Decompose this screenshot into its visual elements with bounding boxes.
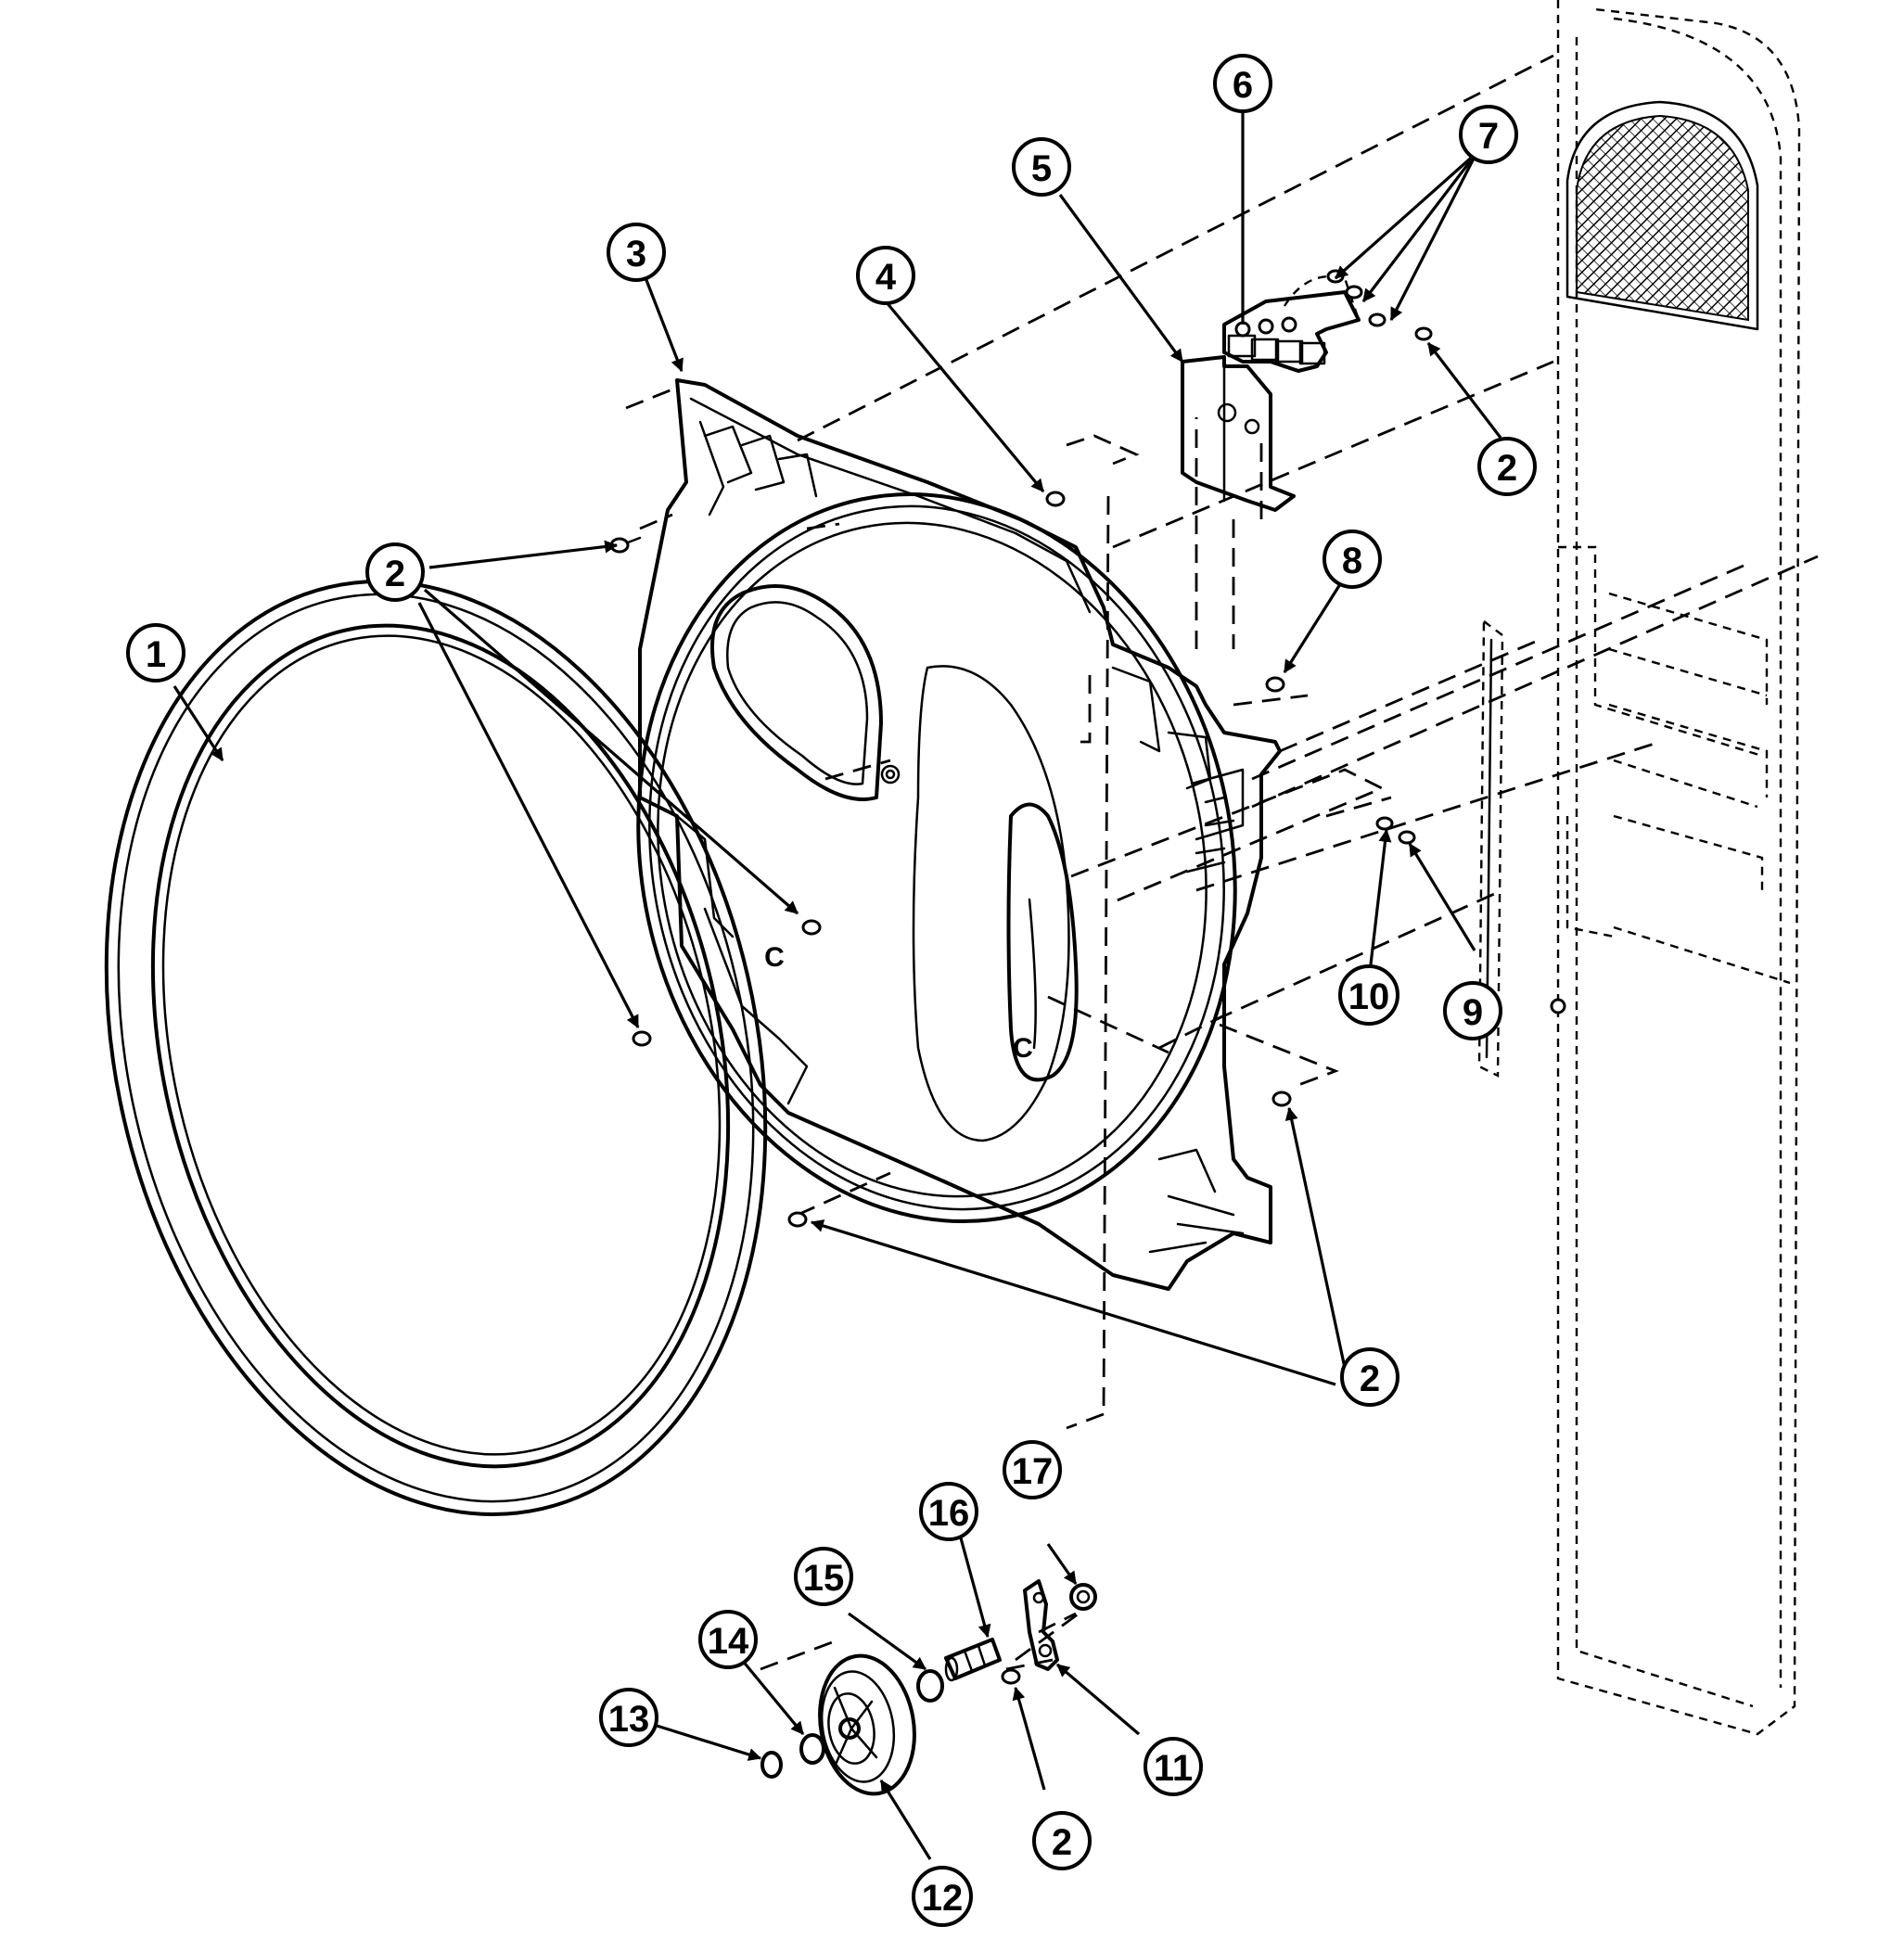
- callout-6: 6: [1213, 54, 1272, 113]
- svg-text:2: 2: [1497, 448, 1517, 489]
- callout-2-bottom: 2: [1032, 1811, 1092, 1870]
- callout-8: 8: [1323, 529, 1382, 589]
- svg-text:4: 4: [875, 257, 897, 298]
- callout-1: 1: [126, 623, 185, 683]
- svg-text:9: 9: [1463, 992, 1483, 1033]
- callout-14: 14: [698, 1610, 758, 1669]
- callout-2-left: 2: [365, 542, 425, 602]
- svg-text:6: 6: [1233, 65, 1253, 106]
- svg-text:2: 2: [1052, 1822, 1072, 1863]
- c-mark-left: C: [764, 942, 785, 973]
- svg-text:13: 13: [608, 1699, 650, 1740]
- callout-10: 10: [1338, 964, 1399, 1026]
- callout-3: 3: [607, 223, 666, 282]
- callout-16: 16: [919, 1482, 978, 1541]
- callout-12: 12: [912, 1866, 973, 1927]
- svg-text:7: 7: [1478, 116, 1499, 157]
- callout-2-right: 2: [1477, 437, 1537, 496]
- leader-lines: [173, 107, 1502, 1860]
- svg-text:10: 10: [1348, 976, 1390, 1017]
- callout-2-lower: 2: [1340, 1347, 1399, 1407]
- c-mark-right: C: [1013, 1033, 1033, 1064]
- svg-text:17: 17: [1012, 1451, 1054, 1492]
- callout-7: 7: [1459, 105, 1518, 164]
- callout-17: 17: [1003, 1440, 1062, 1499]
- svg-text:1: 1: [146, 634, 166, 675]
- callout-4: 4: [856, 246, 915, 305]
- callout-13: 13: [599, 1688, 658, 1747]
- svg-text:3: 3: [626, 234, 646, 274]
- cabinet-panel: [1477, 0, 1801, 1736]
- svg-text:14: 14: [708, 1621, 749, 1662]
- part-front-bulkhead: C C: [636, 378, 1282, 1291]
- idler-assembly: [760, 1579, 1097, 1796]
- svg-text:5: 5: [1031, 148, 1052, 189]
- svg-text:8: 8: [1342, 541, 1362, 581]
- part-terminal-block: [1222, 274, 1361, 373]
- svg-text:11: 11: [1154, 1748, 1193, 1789]
- svg-text:2: 2: [1360, 1359, 1380, 1399]
- callout-11: 11: [1144, 1737, 1203, 1796]
- callout-15: 15: [794, 1547, 853, 1606]
- svg-text:15: 15: [803, 1558, 845, 1599]
- projection-lines: [625, 54, 1819, 1671]
- part-terminal-bracket: [1181, 355, 1296, 512]
- callout-9: 9: [1443, 981, 1502, 1040]
- callout-5: 5: [1012, 137, 1071, 197]
- svg-text:16: 16: [928, 1493, 970, 1534]
- svg-text:2: 2: [385, 554, 405, 594]
- hardware-screws: [609, 269, 1433, 1685]
- svg-text:12: 12: [922, 1878, 964, 1919]
